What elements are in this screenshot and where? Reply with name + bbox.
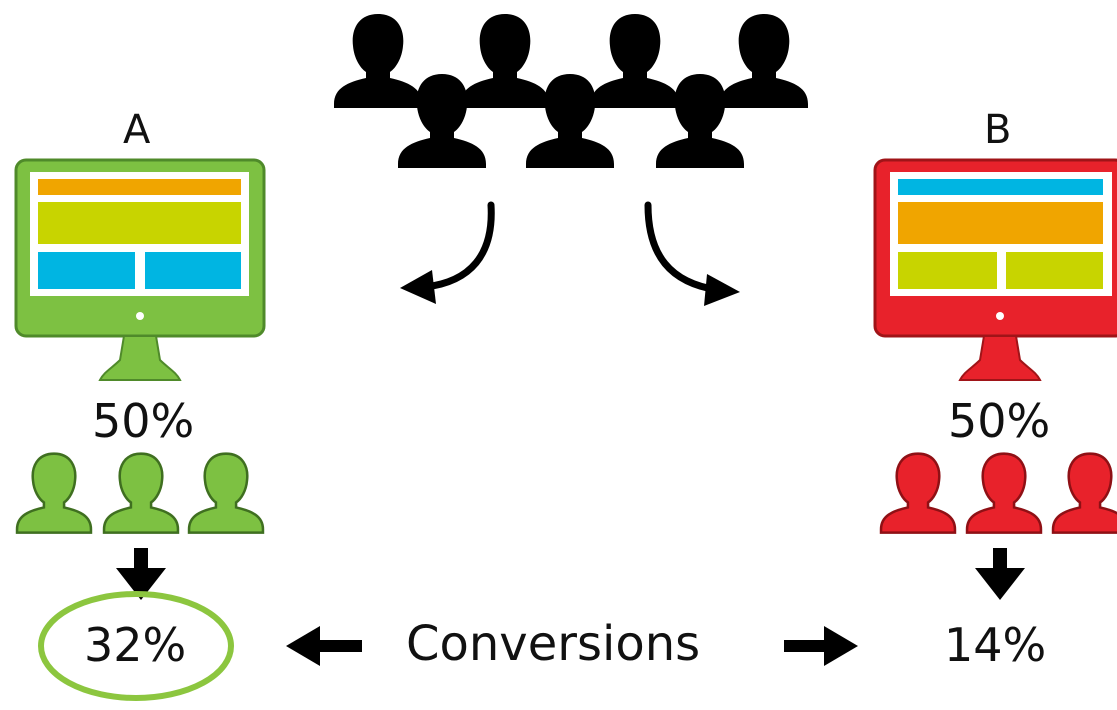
variant-b xyxy=(873,158,1117,600)
variant-a-label: A xyxy=(123,107,151,153)
crowd-group xyxy=(334,14,808,168)
variant-a xyxy=(14,158,266,701)
arrow-down-a-icon xyxy=(116,548,166,600)
monitor-a-block-header xyxy=(38,179,241,195)
person-silhouette-icon xyxy=(461,14,549,108)
monitor-a-stand xyxy=(98,335,182,381)
person-outline-icon xyxy=(15,452,93,534)
monitor-b-power-dot xyxy=(996,312,1004,320)
person-outline-icon xyxy=(965,452,1043,534)
person-silhouette-icon xyxy=(720,14,808,108)
monitor-b-block-right xyxy=(1006,252,1103,289)
person-silhouette-icon xyxy=(334,14,422,108)
monitor-b-icon xyxy=(873,158,1117,381)
monitor-a-icon xyxy=(14,158,266,381)
split-arrows xyxy=(421,201,722,294)
monitor-b-stand xyxy=(958,335,1042,381)
winner-circle xyxy=(38,591,234,701)
variant-b-label: B xyxy=(984,107,1012,153)
variant-b-users xyxy=(879,452,1117,534)
conversions-label: Conversions xyxy=(406,616,701,672)
variant-b-conversion-rate: 14% xyxy=(944,618,1047,672)
variant-a-conversion-rate: 32% xyxy=(84,618,187,672)
person-outline-icon xyxy=(1051,452,1117,534)
monitor-b-block-left xyxy=(898,252,997,289)
monitor-a-block-left xyxy=(38,252,135,289)
person-outline-icon xyxy=(187,452,265,534)
split-arrow-right-icon xyxy=(644,201,722,294)
variant-a-users xyxy=(15,452,265,534)
variant-b-traffic-share: 50% xyxy=(948,394,1051,448)
split-arrow-left-icon xyxy=(421,201,495,291)
person-outline-icon xyxy=(879,452,957,534)
variant-a-traffic-share: 50% xyxy=(92,394,195,448)
conversion-arrow-right-icon xyxy=(784,626,858,666)
arrow-down-b-icon xyxy=(975,548,1025,600)
person-outline-icon xyxy=(102,452,180,534)
arrowhead-left-icon xyxy=(400,270,436,304)
monitor-b-block-main xyxy=(898,202,1103,244)
monitor-a-block-right xyxy=(145,252,241,289)
monitor-b-block-header xyxy=(898,179,1103,195)
person-silhouette-icon xyxy=(591,14,679,108)
arrowhead-right-icon xyxy=(704,274,740,306)
monitor-a-power-dot xyxy=(136,312,144,320)
monitor-a-block-main xyxy=(38,202,241,244)
conversion-arrow-left-icon xyxy=(286,626,362,666)
